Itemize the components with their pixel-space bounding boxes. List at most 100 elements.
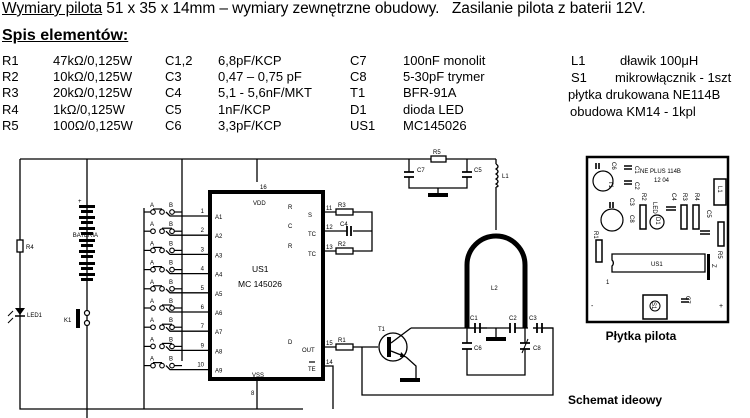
pcb-r4-label: R4 xyxy=(693,193,699,201)
ic-pin-name: A7 xyxy=(215,330,223,336)
switch-a-label: A xyxy=(150,337,154,343)
capacitor-c2 xyxy=(509,323,516,333)
ic-pin-name: A6 xyxy=(215,311,223,317)
capacitor-c4 xyxy=(346,226,352,236)
capacitor-c8 xyxy=(520,342,530,350)
resistor-r1 xyxy=(335,343,354,351)
ic-pin-number: 1 xyxy=(201,209,205,215)
capacitor-c1 xyxy=(474,323,481,333)
pcb-c5-label: C5 xyxy=(705,210,711,218)
schematic-title: Schemat ideowy xyxy=(568,393,662,407)
part-ref: C8 xyxy=(350,69,367,85)
ic-pin-name: A4 xyxy=(215,273,223,279)
k1-label: K1 xyxy=(64,318,72,324)
inductor-l1 xyxy=(494,163,499,188)
pcb-r2 xyxy=(639,204,647,230)
part-ref: S1 xyxy=(571,70,587,85)
ic-pin-number: 6 xyxy=(201,305,205,311)
pcb-s1-label: S1 xyxy=(650,302,656,310)
ic-pin-name-sub: OUT xyxy=(302,348,315,354)
c8-label: C8 xyxy=(533,346,541,352)
part-ref: D1 xyxy=(350,101,367,117)
part-ref: C7 xyxy=(350,53,367,68)
pcb-c4-label: C4 xyxy=(670,193,676,201)
part-ref: T1 xyxy=(350,85,366,101)
pcb-led-label: LED xyxy=(651,202,657,214)
ic-pin-number: 15 xyxy=(326,341,333,347)
ic-pin-number: 2 xyxy=(201,228,205,234)
ic-pin-wire xyxy=(165,249,208,256)
ic-pin-name-main: R xyxy=(288,205,293,211)
pcb-z-label: Z xyxy=(710,264,716,268)
pcb-l1-label: L1 xyxy=(716,186,722,193)
resistor-r2 xyxy=(335,247,354,255)
ic-name: US1 xyxy=(252,264,269,274)
pcb-c8-pad xyxy=(600,208,624,232)
grounds xyxy=(400,193,506,382)
ic-pin-name-sub: TE xyxy=(308,367,316,373)
switch-a-label: A xyxy=(150,261,154,267)
part-ref: C1,2 xyxy=(165,53,193,68)
pcb-r2-label: R2 xyxy=(640,193,646,201)
pcb-s1-pad xyxy=(649,300,661,312)
part-ref: R2 xyxy=(2,69,19,85)
pcb-r1-label: R1 xyxy=(592,231,598,239)
pcb-r3 xyxy=(680,204,688,230)
c2-label: C2 xyxy=(509,316,517,322)
r5-label: R5 xyxy=(433,150,441,156)
part-value: 10kΩ/0,125W xyxy=(53,69,133,85)
pcb-d1-label: D1 xyxy=(654,217,660,225)
r2-label: R2 xyxy=(338,242,346,248)
pcb-c3-label: C3 xyxy=(628,198,634,206)
ic-pin-wire xyxy=(165,365,208,371)
switch-a-label: A xyxy=(150,357,154,363)
pcb-c8-label: C8 xyxy=(628,215,634,223)
trimmer-arrow xyxy=(521,338,529,354)
ic-pin-name: A5 xyxy=(215,292,223,298)
part-extra: obudowa KM14 - 1kpl xyxy=(570,104,696,119)
switch-a-label: A xyxy=(150,318,154,324)
switch-b-label: B xyxy=(169,222,173,228)
led-d1 xyxy=(7,308,25,324)
parts-col2-refs: C1,2 C3 C4 C5 C6 xyxy=(165,53,192,134)
part-value: mikrowłącznik - 1szt xyxy=(615,70,732,85)
pcb-t1-pad xyxy=(592,170,614,192)
c1-label: C1 xyxy=(470,316,478,322)
pcb-l1 xyxy=(713,178,727,206)
led-label: LED1 xyxy=(27,313,43,319)
pcb-r3-label: R3 xyxy=(681,193,687,201)
ic-pin-number: 3 xyxy=(201,247,205,253)
wire-emitter xyxy=(405,356,417,378)
l1-label: L1 xyxy=(502,174,509,180)
capacitor-c7 xyxy=(404,171,414,178)
battery-plus: + xyxy=(78,199,82,205)
ic-pin-number: 12 xyxy=(326,225,333,231)
c7-label: C7 xyxy=(417,168,425,174)
ic-pin-wire xyxy=(165,230,208,236)
ic-pin-name-sub: TC xyxy=(308,232,317,238)
part-ref: L1 xyxy=(571,53,586,68)
part-value: 100nF monolit xyxy=(403,53,486,68)
ic-pin-name-sub: S xyxy=(308,213,312,219)
battery-label: BATERIA xyxy=(73,233,98,239)
parts-col3-values: 100nF monolit 5-30pF trymer BFR-91A diod… xyxy=(403,53,485,134)
part-value: 1nF/KCP xyxy=(218,101,271,117)
switch-b-label: B xyxy=(169,241,173,247)
ic-part: MC 145026 xyxy=(238,279,282,289)
capacitor-c3 xyxy=(536,323,543,333)
pcb-c6-label: C6 xyxy=(610,162,616,170)
pcb-us1-label: US1 xyxy=(651,262,663,268)
capacitors xyxy=(346,171,543,354)
t1-label: T1 xyxy=(378,327,386,333)
parts-col1-values: 47kΩ/0,125W 10kΩ/0,125W 20kΩ/0,125W 1kΩ/… xyxy=(53,53,133,134)
